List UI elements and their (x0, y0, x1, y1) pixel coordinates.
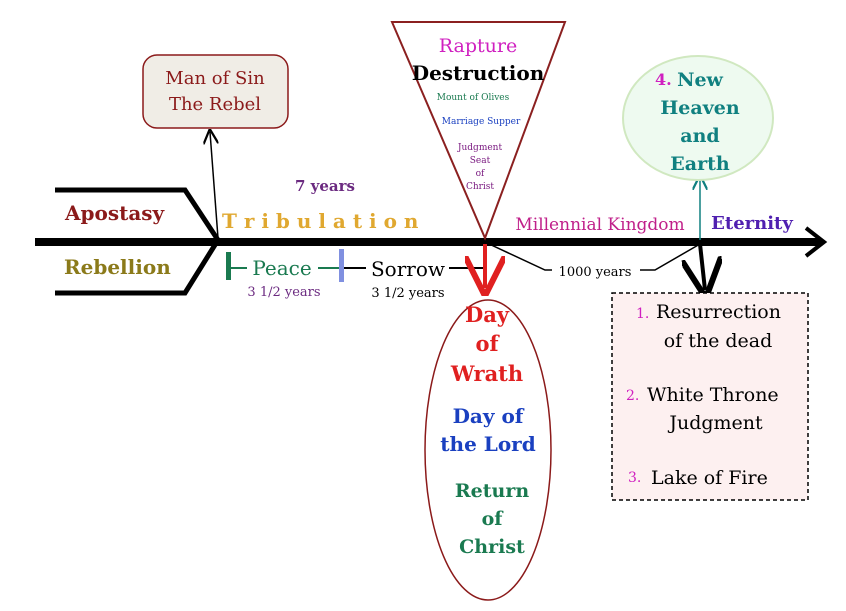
item2-line1: White Throne (647, 384, 779, 406)
item3-number: 3. (628, 470, 641, 486)
new-heaven-line4: Earth (670, 153, 730, 175)
sorrow-label: Sorrow (371, 257, 445, 281)
rapture-triangle (390, 21, 567, 241)
final-judgment-box (611, 292, 809, 501)
timeline-arrowhead-icon (804, 226, 828, 258)
peace-start-marker (226, 252, 231, 280)
thousand-years-line-right (640, 243, 701, 271)
seven-years-label: 7 years (295, 177, 355, 195)
judgment-seat-line2: Seat (470, 156, 491, 166)
day-of-lord-line2: the Lord (440, 432, 535, 456)
item1-number: 1. (636, 306, 649, 322)
judgment-seat-line1: Judgment (457, 143, 503, 153)
judgment-seat-line3: of (476, 169, 485, 179)
thousand-years-label: 1000 years (559, 265, 632, 280)
sorrow-years: 3 1/2 years (371, 286, 444, 301)
wrath-line1: Day (465, 302, 510, 327)
mount-of-olives-label: Mount of Olives (437, 93, 510, 103)
rapture-label: Rapture (439, 35, 517, 57)
new-heaven-line3: and (680, 125, 719, 147)
eternity-label: Eternity (711, 213, 793, 234)
apostasy-label: Apostasy (64, 201, 166, 225)
tribulation-label: T r i b u l a t i o n (222, 209, 419, 233)
millennial-kingdom-label: Millennial Kingdom (515, 215, 684, 235)
new-heaven-line2: Heaven (660, 97, 739, 119)
man-of-sin-line1: Man of Sin (165, 68, 265, 89)
man-of-sin-box (142, 54, 289, 129)
thousand-years-line-left (486, 242, 552, 271)
judgment-seat-line4: Christ (466, 182, 494, 192)
midpoint-marker (339, 249, 344, 282)
item3-line1: Lake of Fire (651, 467, 768, 489)
return-line1: Return (455, 480, 529, 502)
return-line3: Christ (459, 536, 525, 558)
wrath-line3: Wrath (450, 361, 523, 386)
item1-line1: Resurrection (656, 301, 781, 323)
man-of-sin-line2: The Rebel (169, 94, 261, 115)
new-heaven-number: 4. (655, 70, 672, 89)
destruction-label: Destruction (412, 61, 545, 85)
rebellion-label: Rebellion (64, 255, 171, 279)
wrath-line2: of (475, 331, 500, 356)
item2-number: 2. (626, 388, 639, 404)
peace-years: 3 1/2 years (247, 285, 320, 300)
origin-chevron (55, 187, 221, 296)
day-of-wrath-ellipse (424, 299, 552, 601)
return-line2: of (482, 508, 505, 530)
new-heaven-line1: New (677, 69, 723, 91)
marriage-supper-label: Marriage Supper (442, 117, 521, 127)
new-heaven-ellipse (622, 55, 774, 181)
man-of-sin-arrow (210, 132, 219, 239)
peace-label: Peace (252, 256, 311, 280)
day-of-lord-line1: Day of (453, 404, 525, 428)
item1-line2: of the dead (664, 330, 773, 352)
item2-line2: Judgment (667, 412, 763, 434)
judgment-arrow (700, 243, 705, 290)
